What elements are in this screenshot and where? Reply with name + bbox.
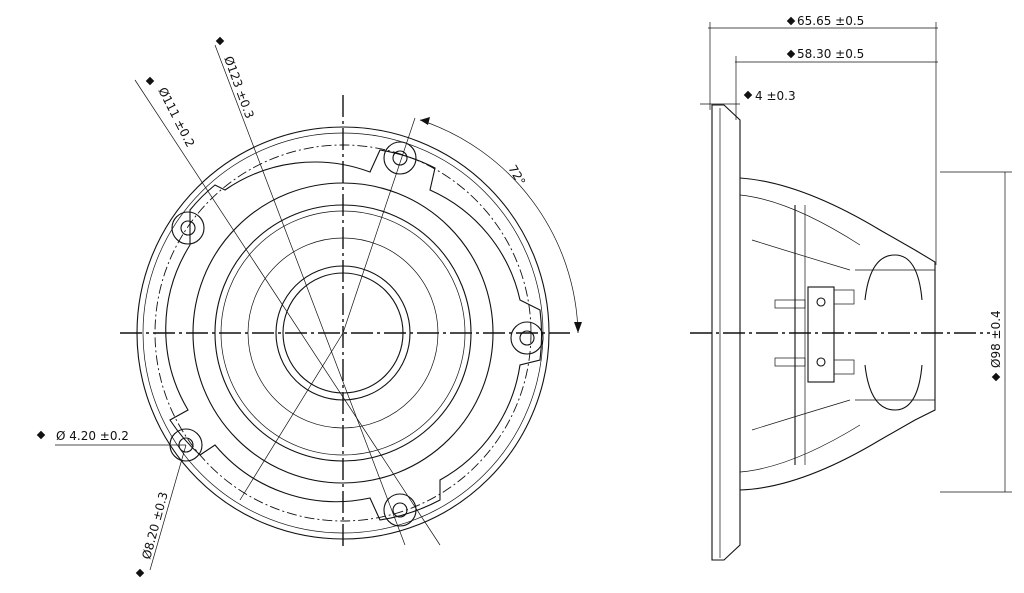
- key-diamond-d111: [145, 76, 155, 86]
- mounting-pcd-circle: [154, 144, 532, 522]
- label-flange: 4 ±0.3: [755, 89, 796, 103]
- leader-angle-ref: [342, 117, 416, 334]
- rear-vent-upper: [864, 254, 923, 301]
- key-diamond-cbore: [135, 568, 145, 578]
- terminal-lug-left-low: [774, 357, 806, 367]
- label-d111: Ø111 ±0.2: [155, 85, 197, 150]
- key-diamond-cutout: [991, 372, 1001, 382]
- basket-inner-lower: [739, 424, 861, 473]
- mounting-hole-left-upper: [171, 211, 205, 245]
- label-d123: Ø123 ±0.3: [221, 54, 256, 120]
- rear-vent-lower: [864, 364, 923, 411]
- leader-lower-left: [239, 332, 344, 501]
- basket-inner-upper: [739, 194, 861, 246]
- terminal-lug-left: [774, 299, 806, 309]
- frame-inner-contour: [165, 149, 543, 521]
- terminal-screw-top: [816, 297, 826, 307]
- key-diamond-overall: [786, 16, 796, 26]
- frame-outer-rim: [136, 126, 550, 540]
- dust-cap-outer: [275, 265, 411, 401]
- label-cbore: Ø8.20 ±0.3: [139, 490, 170, 560]
- key-diamond-depth: [786, 49, 796, 59]
- label-angle: 72°: [505, 163, 528, 188]
- cone-lower-profile: [751, 399, 851, 431]
- label-cutout: Ø98 ±0.4: [989, 310, 1003, 368]
- mounting-hole-right: [510, 321, 544, 355]
- key-diamond-d123: [215, 36, 225, 46]
- leader-cbore: [149, 444, 187, 571]
- terminal-screw-bottom: [816, 357, 826, 367]
- terminal-block: [807, 286, 835, 383]
- leader-d123: [214, 44, 406, 546]
- key-diamond-hole: [36, 430, 46, 440]
- label-overall: 65.65 ±0.5: [797, 14, 864, 28]
- magnet-outline: [855, 269, 935, 401]
- angle-72-arc: [419, 119, 579, 334]
- frame-rim-inner: [142, 132, 544, 534]
- basket-ring: [192, 182, 494, 484]
- surround-outer: [214, 204, 472, 462]
- key-diamond-flange: [743, 90, 753, 100]
- terminal-tab-top: [833, 289, 855, 305]
- flange-plate: [711, 104, 741, 561]
- label-depth: 58.30 ±0.5: [797, 47, 864, 61]
- surround-inner: [220, 210, 466, 456]
- leader-d111: [134, 79, 441, 546]
- basket-upper: [739, 177, 936, 491]
- mounting-hole-bottom: [383, 493, 417, 527]
- mounting-hole-top-right: [383, 141, 417, 175]
- terminal-tab-bottom: [833, 359, 855, 375]
- front-view: Ø123 ±0.3 Ø111 ±0.2 72° Ø 4.20 ±0.2 Ø8.2…: [36, 36, 582, 578]
- label-hole: Ø 4.20 ±0.2: [56, 429, 129, 443]
- dust-cap-inner: [282, 272, 404, 394]
- cone-ring: [247, 237, 439, 429]
- side-view: 65.65 ±0.5 58.30 ±0.5 4 ±0.3 Ø98 ±0.4: [690, 14, 1012, 561]
- cone-upper-profile: [751, 239, 851, 271]
- angle-arrow-bottom: [574, 322, 582, 333]
- angle-arrow-top: [420, 117, 430, 125]
